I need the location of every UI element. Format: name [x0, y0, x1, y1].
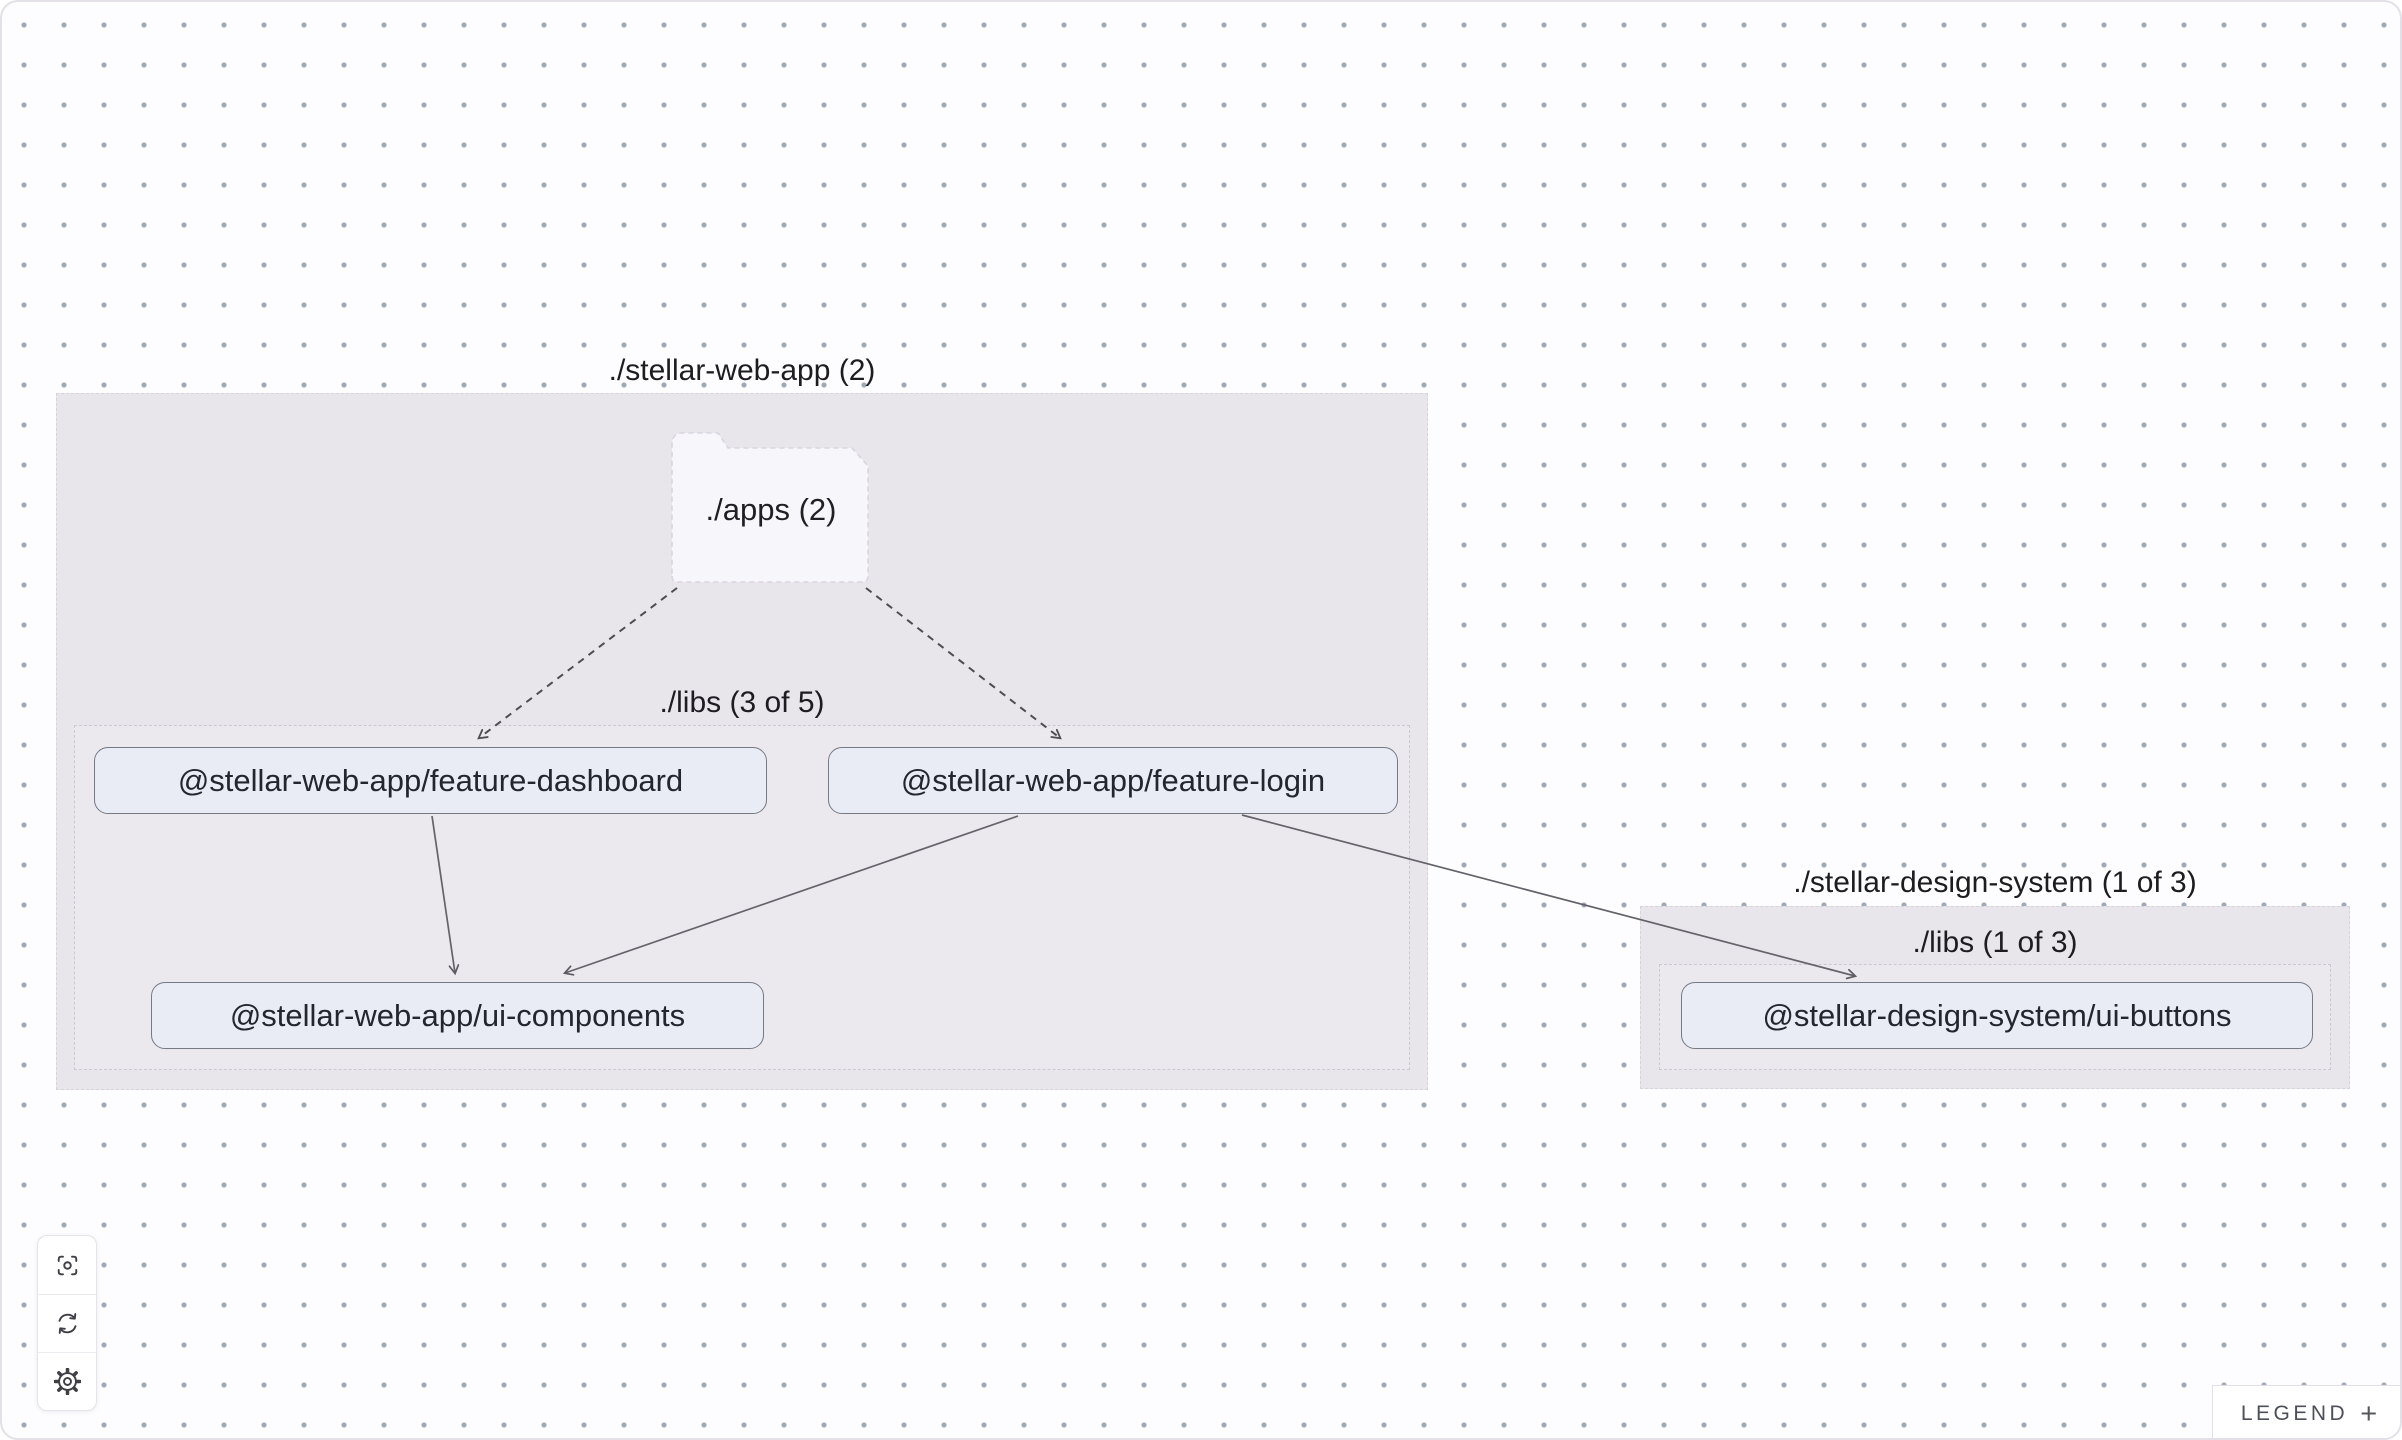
project-node-label: @stellar-web-app/feature-login	[900, 762, 1326, 798]
group-label-stellar-web-app: ./stellar-web-app (2)	[608, 354, 876, 387]
group-label-design-system-libs: ./libs (1 of 3)	[1912, 926, 2078, 959]
project-node-label: @stellar-web-app/ui-components	[229, 997, 686, 1033]
graph-controls-toolbar	[37, 1235, 97, 1411]
refresh-graph-button[interactable]	[38, 1294, 96, 1352]
folder-node-apps[interactable]: ./apps (2)	[666, 430, 876, 590]
legend-label: LEGEND	[2240, 1402, 2349, 1425]
project-node-label: @stellar-design-system/ui-buttons	[1762, 997, 2232, 1033]
folder-icon	[671, 432, 869, 583]
project-node-feature-dashboard[interactable]: @stellar-web-app/feature-dashboard	[94, 747, 767, 814]
project-node-ui-buttons[interactable]: @stellar-design-system/ui-buttons	[1681, 982, 2313, 1049]
focus-view-button[interactable]	[38, 1236, 96, 1294]
plus-icon: +	[2360, 1397, 2378, 1430]
focus-icon	[57, 1255, 77, 1275]
refresh-icon	[58, 1313, 76, 1334]
group-label-web-app-libs: ./libs (3 of 5)	[659, 686, 825, 719]
group-label-stellar-design-system: ./stellar-design-system (1 of 3)	[1793, 866, 2197, 899]
project-node-label: @stellar-web-app/feature-dashboard	[177, 762, 684, 798]
settings-button[interactable]	[38, 1352, 96, 1410]
project-node-ui-components[interactable]: @stellar-web-app/ui-components	[151, 982, 764, 1049]
gear-icon	[53, 1368, 81, 1395]
project-node-feature-login[interactable]: @stellar-web-app/feature-login	[828, 747, 1398, 814]
legend-toggle-button[interactable]: LEGEND +	[2212, 1385, 2400, 1438]
folder-label-apps: ./apps (2)	[705, 492, 837, 527]
